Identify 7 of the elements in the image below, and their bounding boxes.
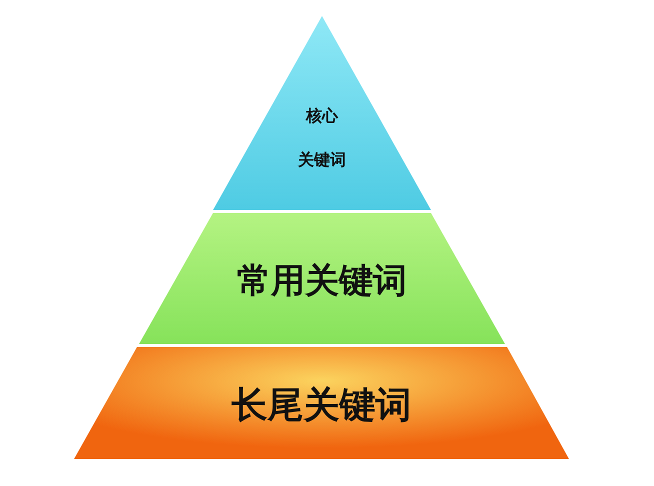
- pyramid-tier: [73, 347, 570, 459]
- pyramid-tier: [213, 16, 431, 210]
- tier-label: 核心: [304, 106, 340, 125]
- tier-label: 长尾关键词: [230, 384, 412, 427]
- tier-label: 关键词: [296, 150, 347, 169]
- pyramid-tier: [137, 213, 507, 344]
- tier-label: 常用关键词: [236, 261, 408, 302]
